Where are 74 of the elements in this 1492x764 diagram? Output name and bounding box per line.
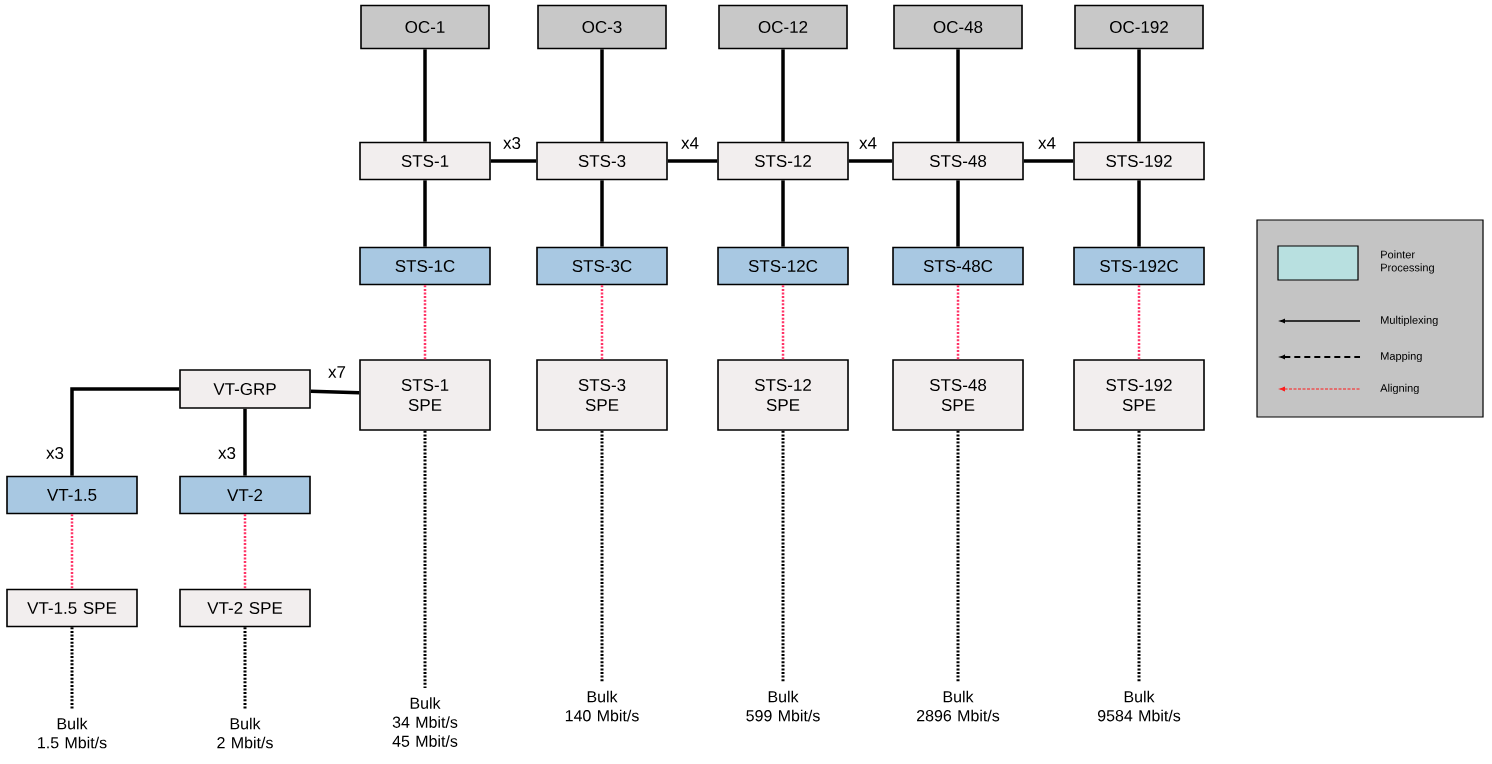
pointer-box: VT-2 <box>179 475 311 515</box>
connector-line <box>1023 159 1074 163</box>
connector-line <box>781 285 785 360</box>
legend-label: Pointer Processing <box>1381 250 1434 274</box>
signal-box: OC-1 <box>360 4 490 50</box>
payload-box: STS-3 SPE <box>536 359 668 431</box>
bulk-rate-text: Bulk 9584 Mbit/s <box>1097 690 1181 722</box>
edge-label: x3 <box>45 446 65 460</box>
edge-label: x3 <box>217 446 237 460</box>
pointer-box: STS-12C <box>717 246 849 286</box>
connector-line <box>600 49 604 142</box>
connector-line <box>1137 49 1141 142</box>
signal-box: OC-192 <box>1074 4 1204 50</box>
legend-label: Aligning <box>1380 383 1419 395</box>
connector-line <box>490 159 537 163</box>
signal-box: OC-12 <box>718 4 848 50</box>
connector-line <box>70 514 74 589</box>
connector-line <box>423 49 427 142</box>
bulk-rate-text: Bulk 34 Mbit/s 45 Mbit/s <box>392 697 458 747</box>
connector-line <box>423 430 427 688</box>
level-box: STS-1 <box>359 141 491 181</box>
legend-label: Multiplexing <box>1381 315 1438 327</box>
connector-line <box>1137 430 1141 682</box>
bulk-rate-text: Bulk 1.5 Mbit/s <box>38 717 107 749</box>
pointer-box: STS-1C <box>359 246 491 286</box>
connector-line <box>956 49 960 142</box>
connector-line <box>243 627 247 709</box>
pointer-box: STS-48C <box>892 246 1024 286</box>
pointer-box: VT-1.5 <box>6 475 138 515</box>
bulk-rate-text: Bulk 599 Mbit/s <box>746 690 820 722</box>
connector-line <box>600 285 604 360</box>
connector-line <box>243 514 247 589</box>
bulk-rate-text: Bulk 2896 Mbit/s <box>917 690 1000 722</box>
pointer-box: STS-192C <box>1073 246 1205 286</box>
signal-box: OC-3 <box>537 4 667 50</box>
signal-box: OC-48 <box>893 4 1023 50</box>
connector-line <box>781 49 785 142</box>
pointer-box: STS-3C <box>536 246 668 286</box>
connector-line <box>600 430 604 682</box>
connector-line <box>1137 180 1141 247</box>
connector-line <box>600 180 604 247</box>
payload-box: STS-1 SPE <box>359 359 491 431</box>
payload-box: STS-12 SPE <box>717 359 849 431</box>
payload-box: STS-48 SPE <box>892 359 1024 431</box>
edge-label: x4 <box>1037 136 1057 150</box>
payload-box: VT-1.5 SPE <box>6 588 138 628</box>
connector-line <box>310 389 360 395</box>
connector-line <box>956 430 960 682</box>
connector-line <box>70 627 74 709</box>
payload-box: VT-2 SPE <box>179 588 311 628</box>
level-box: STS-3 <box>536 141 668 181</box>
payload-box: STS-192 SPE <box>1073 359 1205 431</box>
connector-line <box>956 180 960 247</box>
connector-line <box>956 285 960 360</box>
edge-label: x3 <box>502 136 522 150</box>
level-box: STS-192 <box>1073 141 1205 181</box>
level-box: VT-GRP <box>179 369 311 409</box>
bulk-rate-text: Bulk 2 Mbit/s <box>217 717 273 749</box>
connector-line <box>781 180 785 247</box>
connector-line <box>667 159 718 163</box>
connector-line <box>1137 285 1141 360</box>
connector-line <box>70 387 180 476</box>
connector-line <box>243 408 247 476</box>
connector-line <box>423 285 427 360</box>
edge-label: x4 <box>858 136 878 150</box>
connector-line <box>423 180 427 247</box>
legend-label: Mapping <box>1381 351 1422 363</box>
level-box: STS-48 <box>892 141 1024 181</box>
level-box: STS-12 <box>717 141 849 181</box>
edge-label: x4 <box>680 136 700 150</box>
bulk-rate-text: Bulk 140 Mbit/s <box>565 690 639 722</box>
connector-line <box>848 159 893 163</box>
edge-label: x7 <box>327 365 347 379</box>
connector-line <box>781 430 785 682</box>
